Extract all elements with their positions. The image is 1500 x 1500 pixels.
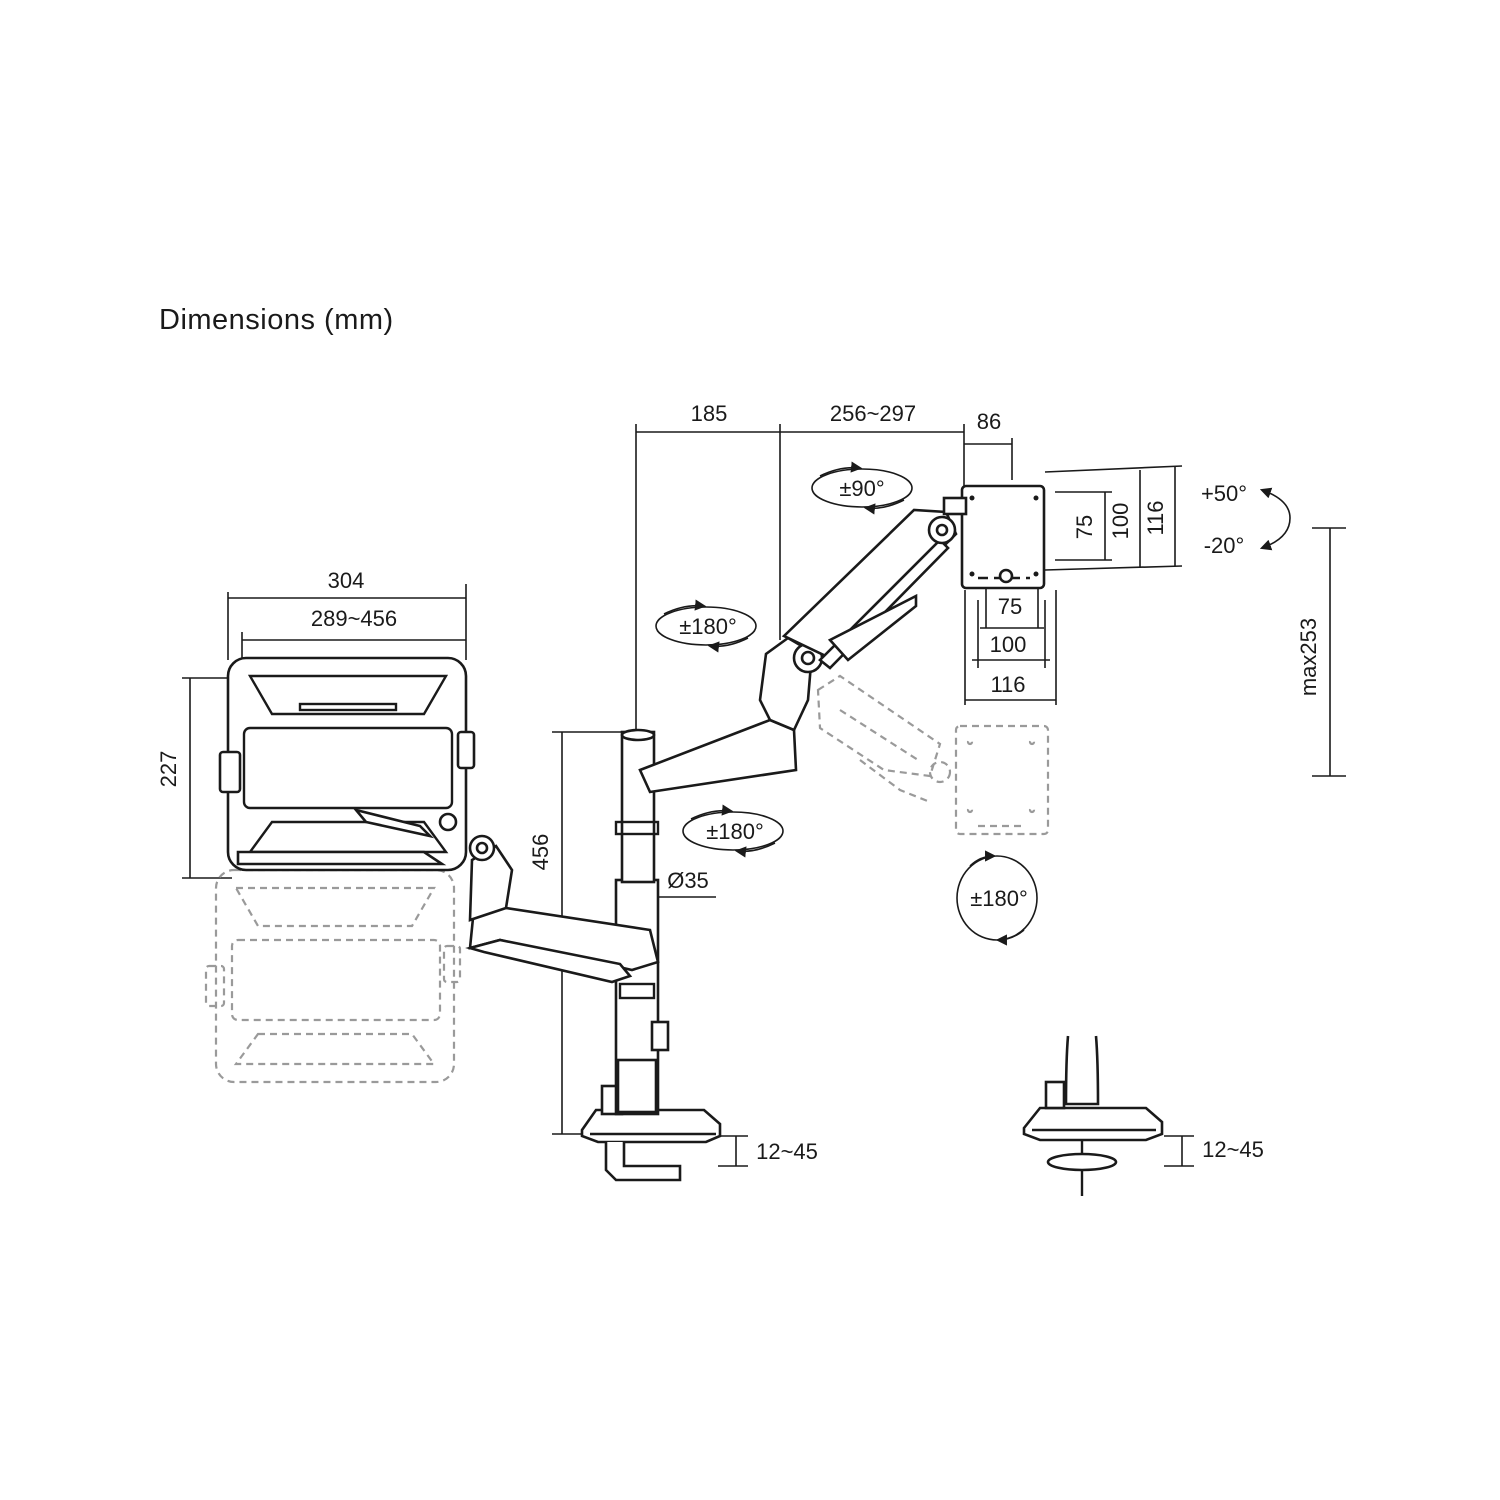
dim-height-adjust: max253 <box>1296 618 1321 696</box>
dim-tray-adjust-width: 289~456 <box>311 606 397 631</box>
dimension-lines <box>182 424 1346 1167</box>
dim-pole-height: 456 <box>528 834 553 871</box>
dimension-labels: 185 256~297 86 75 100 116 75 100 116 304… <box>156 401 1321 1164</box>
dim-pole-diameter: Ø35 <box>667 868 709 893</box>
dim-vesa-v-75: 75 <box>1072 515 1097 539</box>
dim-vesa-v-100: 100 <box>1108 503 1133 540</box>
mount-assembly <box>218 484 1164 1196</box>
dim-tray-height: 227 <box>156 751 181 788</box>
rot-tilt-up: +50° <box>1201 481 1247 506</box>
dim-plate-depth: 86 <box>977 409 1001 434</box>
rot-swivel-plate: ±90° <box>839 476 884 501</box>
dim-vesa-h-75: 75 <box>998 594 1022 619</box>
rot-screen-rotation: ±180° <box>970 886 1028 911</box>
page-title: Dimensions (mm) <box>159 304 394 336</box>
rot-swivel-lower-joint: ±180° <box>706 819 764 844</box>
rot-swivel-upper-joint: ±180° <box>679 614 737 639</box>
dim-vesa-v-116: 116 <box>1143 500 1168 535</box>
dim-arm-reach-2: 256~297 <box>830 401 916 426</box>
ghost-positions <box>204 674 1050 1084</box>
dim-vesa-h-100: 100 <box>990 632 1027 657</box>
dim-tray-outer-width: 304 <box>328 568 365 593</box>
dim-clamp-range-1: 12~45 <box>756 1139 818 1164</box>
dim-arm-reach-1: 185 <box>691 401 728 426</box>
rot-tilt-down: -20° <box>1204 533 1245 558</box>
rotation-indicators <box>655 461 1291 946</box>
dim-clamp-range-2: 12~45 <box>1202 1137 1264 1162</box>
dim-vesa-h-116: 116 <box>990 672 1025 697</box>
